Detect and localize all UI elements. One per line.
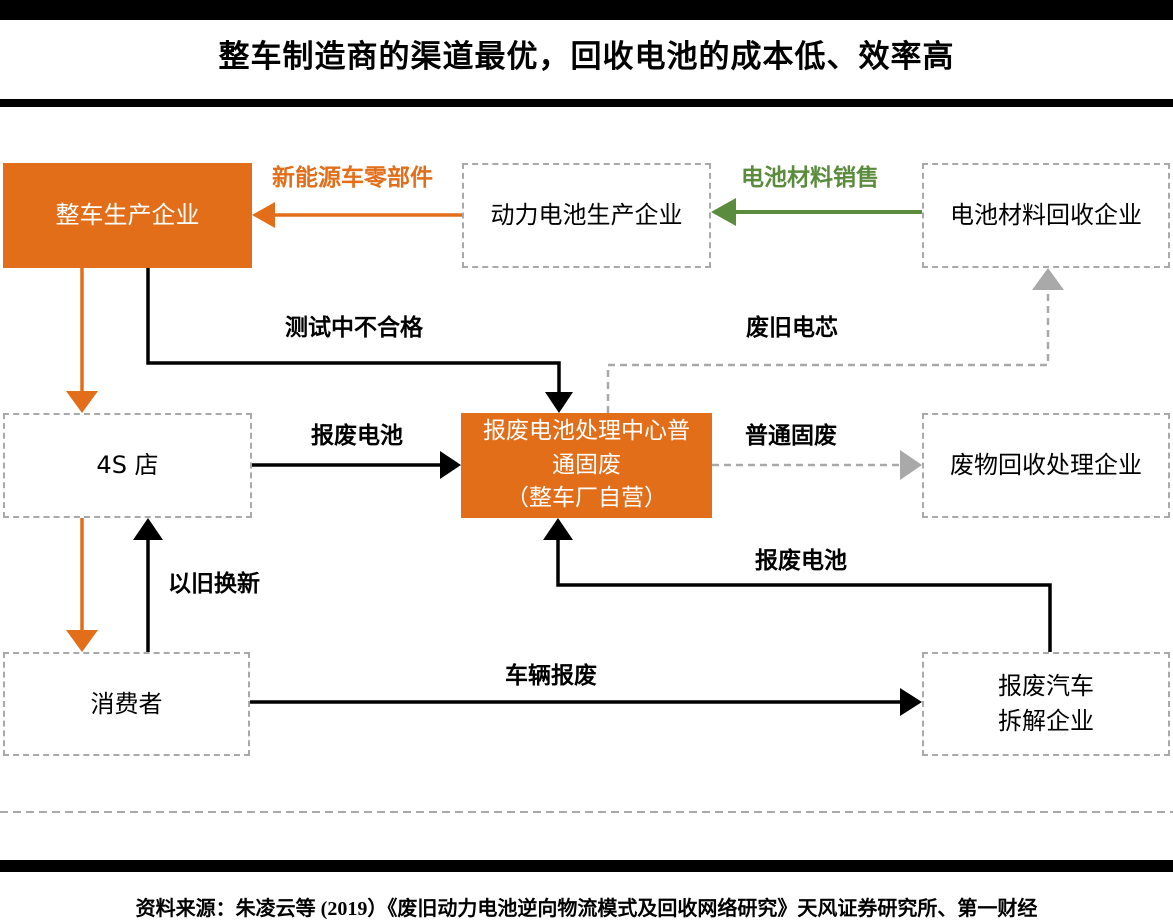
node-waste-processor: 废物回收处理企业	[922, 413, 1170, 518]
edge-trade-in	[133, 518, 163, 652]
edge-label-scrap-battery-dismantler: 报废电池	[755, 548, 847, 574]
top-rule	[0, 0, 1173, 20]
arrow-down-icon	[545, 392, 573, 413]
title-underline-rule	[0, 99, 1173, 107]
arrow-right-icon	[900, 450, 922, 480]
node-consumer: 消费者	[3, 652, 250, 756]
footer-rule	[0, 860, 1173, 872]
arrow-down-icon	[66, 630, 98, 652]
edge-label-trade-in: 以旧换新	[168, 571, 260, 597]
arrow-up-icon	[133, 518, 163, 540]
arrow-right-icon	[900, 688, 922, 716]
edge-4s-to-consumer	[66, 518, 98, 652]
edge-label-battery-material-sales: 电池材料销售	[741, 165, 879, 191]
arrow-left-icon	[711, 198, 736, 226]
edge-scrap-battery-dismantler	[543, 518, 1052, 652]
node-4s-store: 4S 店	[3, 413, 252, 518]
arrow-down-icon	[66, 391, 98, 413]
edge-battery-material-sales	[711, 198, 922, 226]
edge-vehicle-scrap	[250, 688, 922, 716]
node-dismantler: 报废汽车 拆解企业	[922, 652, 1170, 756]
edge-label-common-solid-waste: 普通固废	[745, 423, 837, 449]
edge-label-new-energy-parts: 新能源车零部件	[272, 165, 433, 191]
edge-common-solid-waste	[712, 450, 922, 480]
arrow-left-icon	[252, 202, 275, 228]
page-title: 整车制造商的渠道最优，回收电池的成本低、效率高	[218, 39, 955, 75]
edge-manufacturer-to-4s	[66, 268, 98, 413]
arrow-right-icon	[440, 451, 461, 479]
edge-new-energy-parts	[252, 202, 462, 228]
node-material-recycler: 电池材料回收企业	[922, 163, 1170, 268]
node-vehicle-manufacturer: 整车生产企业	[3, 163, 252, 268]
node-processing-center: 报废电池处理中心普 通固废 （整车厂自营）	[461, 413, 712, 518]
edge-scrap-battery-4s	[252, 451, 461, 479]
edge-label-waste-cells: 废旧电芯	[746, 315, 838, 341]
source-note: 资料来源：朱凌云等 (2019）《废旧动力电池逆向物流模式及回收网络研究》天风证…	[135, 898, 1038, 920]
edge-label-vehicle-scrap: 车辆报废	[505, 663, 597, 689]
edge-label-test-fail: 测试中不合格	[285, 315, 423, 341]
arrow-up-icon	[1032, 268, 1064, 290]
arrow-up-icon	[543, 518, 573, 540]
node-battery-producer: 动力电池生产企业	[462, 163, 711, 268]
edge-label-scrap-battery-4s: 报废电池	[311, 423, 403, 449]
